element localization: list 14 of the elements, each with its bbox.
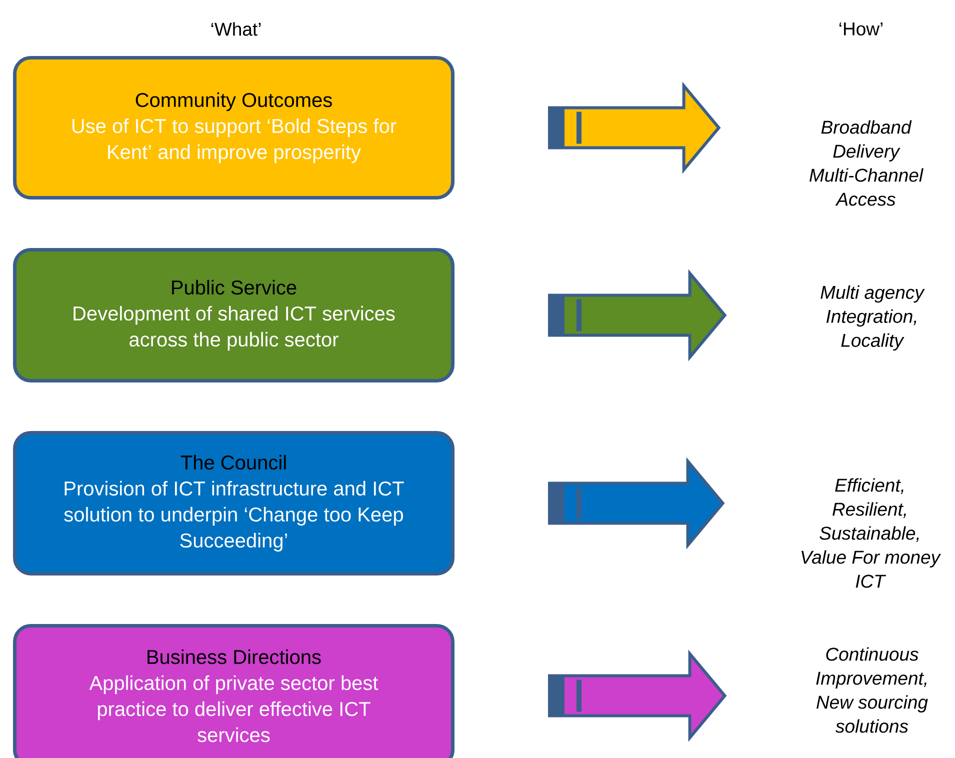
result-text: Continuous Improvement, New sourcing solutions [816,647,928,733]
block-arrow [548,82,721,174]
outcome-box: Community Outcomes Use of ICT to support ‘Bold Steps for Kent’ and improve prosperity [13,56,454,200]
result-text: Broadband Delivery Multi-Channel Access [810,120,924,206]
result-text: Multi agency Integration, Locality [820,285,925,351]
outcome-box: Public Service Development of shared ICT services across the public sector [13,248,454,382]
column-heading: ‘How’ [840,22,882,36]
block-arrow [548,457,725,550]
outcome-box: Business Directions Application of private sector best practice to deliver effective ICT services [13,624,454,758]
outcome-box: The Council Provision of ICT infrastructure and ICT solution to underpin ‘Change too Keep Succeeding’ [13,431,454,576]
block-arrow [548,650,727,742]
block-arrow [548,269,727,362]
result-text: Efficient, Resilient, Sustainable, Value For money ICT [802,478,941,588]
column-heading: ‘What’ [211,22,261,36]
